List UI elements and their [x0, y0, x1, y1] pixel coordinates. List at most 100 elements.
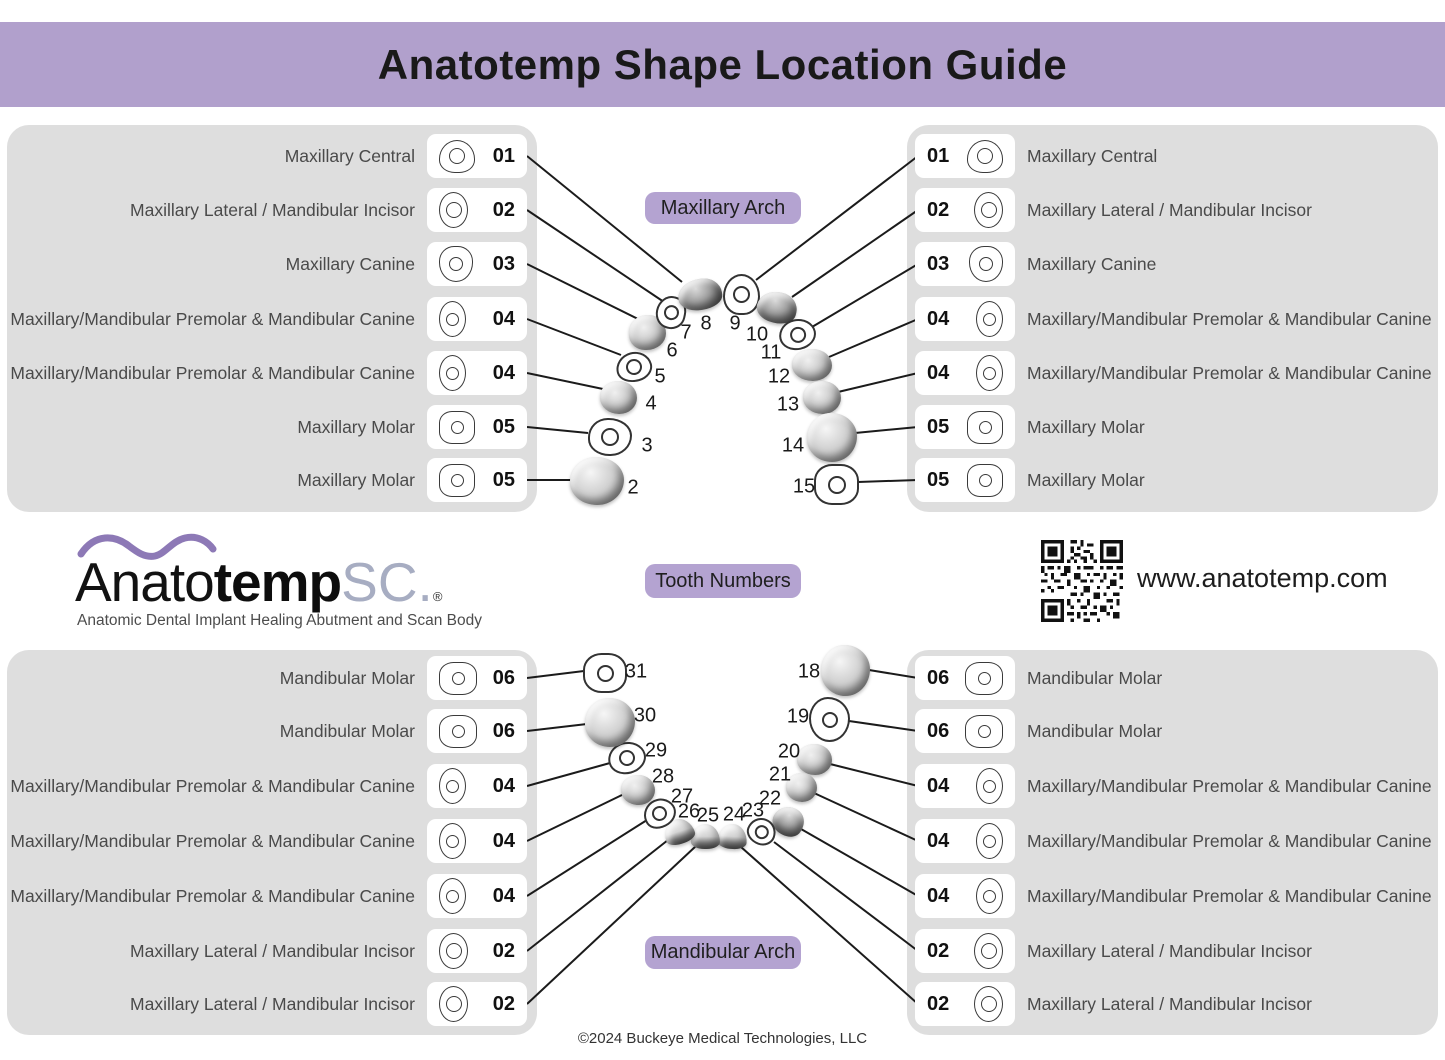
tooth-number: 8 [700, 312, 712, 335]
shape-row: Maxillary Canine 03 [12, 242, 527, 286]
logo-tagline: Anatomic Dental Implant Healing Abutment… [77, 612, 482, 629]
shape-pill: 02 [427, 982, 527, 1026]
page-title: Anatotemp Shape Location Guide [377, 40, 1068, 88]
tooth-shape-02-icon [439, 933, 468, 969]
shape-code: 02 [927, 939, 950, 962]
title-banner: Anatotemp Shape Location Guide [0, 22, 1445, 107]
tooth-shape-06-icon [439, 661, 477, 695]
shape-label: Maxillary Canine [285, 253, 415, 274]
shape-code: 04 [492, 829, 515, 852]
shape-label: Maxillary/Mandibular Premolar & Mandibul… [10, 830, 415, 851]
shape-label: Mandibular Molar [1027, 667, 1163, 688]
tooth-shape-02-icon [439, 986, 468, 1022]
shape-label: Maxillary Molar [297, 416, 415, 437]
tooth-shape-03-icon [969, 246, 1003, 282]
tooth-number: 27 [670, 785, 694, 808]
tooth-number: 9 [729, 312, 741, 335]
shape-label: Maxillary/Mandibular Premolar & Mandibul… [10, 775, 415, 796]
shape-row: Maxillary Lateral / Mandibular Incisor 0… [12, 929, 527, 973]
shape-code: 04 [492, 884, 515, 907]
tooth-shape-02-icon [974, 986, 1003, 1022]
shape-label: Maxillary Lateral / Mandibular Incisor [130, 940, 415, 961]
tooth-12-render [792, 349, 832, 381]
shape-label: Maxillary Central [1027, 145, 1158, 166]
tooth-number: 26 [677, 800, 701, 823]
shape-pill: 03 [915, 242, 1015, 286]
shape-row: 05 Maxillary Molar [915, 405, 1435, 449]
tooth-number: 28 [651, 765, 675, 788]
shape-label: Maxillary Lateral / Mandibular Incisor [130, 199, 415, 220]
tooth-19-outline [809, 697, 850, 742]
tooth-30-render [585, 698, 635, 747]
shape-row: 04 Maxillary/Mandibular Premolar & Mandi… [915, 297, 1435, 341]
shape-label: Maxillary/Mandibular Premolar & Mandibul… [10, 885, 415, 906]
tooth-shape-02-icon [439, 192, 468, 228]
tooth-number: 25 [696, 804, 720, 827]
tooth-number: 15 [792, 475, 816, 498]
tooth-number: 6 [666, 339, 678, 362]
shape-code: 02 [927, 198, 950, 221]
shape-pill: 04 [915, 351, 1015, 395]
shape-row: 01 Maxillary Central [915, 134, 1435, 178]
tooth-13-render [803, 381, 841, 414]
shape-label: Maxillary Lateral / Mandibular Incisor [1027, 940, 1312, 961]
tooth-shape-01-icon [439, 139, 475, 173]
shape-label: Maxillary/Mandibular Premolar & Mandibul… [1027, 885, 1432, 906]
tooth-2-render [570, 457, 624, 505]
tooth-numbers-badge: Tooth Numbers [645, 564, 801, 598]
website-url: www.anatotemp.com [1137, 563, 1388, 593]
shape-pill: 05 [915, 405, 1015, 449]
shape-pill: 04 [915, 297, 1015, 341]
shape-row: 04 Maxillary/Mandibular Premolar & Mandi… [915, 764, 1435, 808]
shape-pill: 01 [915, 134, 1015, 178]
logo-wordmark: AnatotempSC.® [75, 550, 443, 614]
shape-row: 04 Maxillary/Mandibular Premolar & Mandi… [915, 351, 1435, 395]
shape-row: Maxillary/Mandibular Premolar & Mandibul… [10, 764, 527, 808]
copyright-text: ©2024 Buckeye Medical Technologies, LLC [577, 1030, 868, 1047]
tooth-15-outline [814, 464, 859, 505]
logo-wave-icon [77, 533, 217, 560]
shape-code: 06 [927, 666, 950, 689]
tooth-shape-06-icon [439, 714, 477, 748]
shape-code: 03 [492, 252, 515, 275]
shape-row: 06 Mandibular Molar [915, 656, 1435, 700]
tooth-number: 22 [758, 787, 782, 810]
shape-pill: 05 [915, 458, 1015, 502]
shape-label: Maxillary Central [284, 145, 415, 166]
shape-row: Maxillary Central 01 [12, 134, 527, 178]
shape-code: 05 [927, 468, 950, 491]
tooth-shape-04-icon [976, 823, 1003, 859]
tooth-31-outline [583, 653, 627, 693]
tooth-shape-05-icon [439, 463, 475, 497]
shape-code: 06 [492, 719, 515, 742]
shape-pill: 04 [427, 819, 527, 863]
shape-pill: 04 [915, 764, 1015, 808]
shape-code: 06 [927, 719, 950, 742]
tooth-number: 2 [627, 476, 639, 499]
tooth-number: 19 [786, 705, 810, 728]
shape-row: Mandibular Molar 06 [12, 709, 527, 753]
shape-row: Mandibular Molar 06 [12, 656, 527, 700]
shape-row: Maxillary/Mandibular Premolar & Mandibul… [10, 874, 527, 918]
shape-code: 02 [492, 198, 515, 221]
shape-code: 01 [492, 144, 515, 167]
tooth-3-outline [588, 418, 632, 456]
shape-code: 04 [927, 829, 950, 852]
shape-pill: 04 [915, 874, 1015, 918]
tooth-shape-01-icon [967, 139, 1003, 173]
shape-label: Maxillary Lateral / Mandibular Incisor [1027, 993, 1312, 1014]
shape-row: Maxillary/Mandibular Premolar & Mandibul… [10, 819, 527, 863]
shape-row: Maxillary/Mandibular Premolar & Mandibul… [10, 351, 527, 395]
tooth-21-render [786, 773, 817, 802]
shape-row: 02 Maxillary Lateral / Mandibular Inciso… [915, 929, 1435, 973]
shape-pill: 02 [427, 929, 527, 973]
registered-mark: ® [432, 589, 443, 604]
tooth-number: 10 [745, 323, 769, 346]
shape-label: Mandibular Molar [279, 667, 415, 688]
tooth-shape-05-icon [439, 410, 475, 444]
tooth-shape-04-icon [439, 823, 466, 859]
tooth-shape-06-icon [965, 661, 1003, 695]
shape-row: 03 Maxillary Canine [915, 242, 1435, 286]
shape-row: 05 Maxillary Molar [915, 458, 1435, 502]
